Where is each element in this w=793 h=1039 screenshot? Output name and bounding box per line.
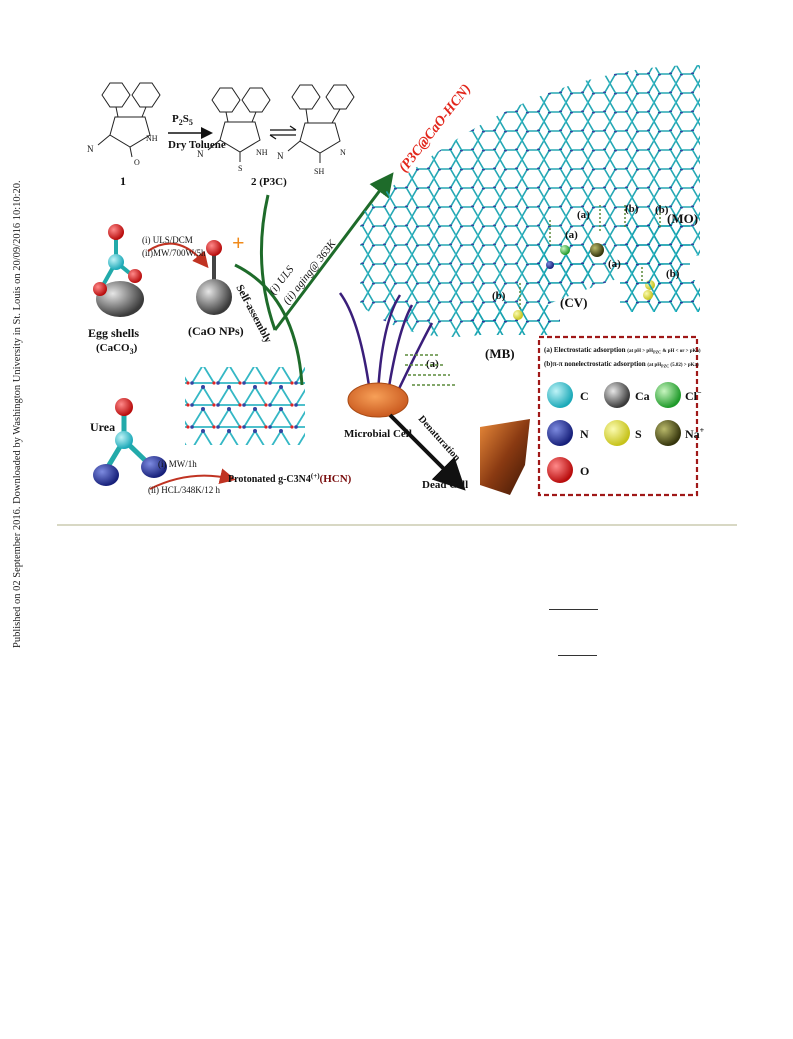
reagent-label: P2S5 xyxy=(172,113,193,127)
urea-model xyxy=(93,398,167,486)
legend-atom-na: Na+ xyxy=(655,420,705,446)
label-mb: (MB) xyxy=(485,346,515,361)
caco3-formula: (CaCO3) xyxy=(96,342,138,356)
legend-atom-o: O xyxy=(547,457,589,483)
plus-sign: + xyxy=(232,230,245,255)
compound-1-o: O xyxy=(134,158,140,167)
urea-step2: (ii) HCL/348K/12 h xyxy=(148,485,220,495)
compound-1-label: 1 xyxy=(120,174,126,188)
compound-2-nh: NH xyxy=(256,148,268,157)
label-mo: (MO) xyxy=(667,211,698,226)
solvent-label: Dry Toluene xyxy=(168,139,226,151)
fraction-rule-1 xyxy=(549,609,598,610)
legend-atom-s: S xyxy=(604,420,642,446)
tautomer-structure xyxy=(287,84,355,163)
svg-text:Ca: Ca xyxy=(635,389,650,403)
label-b-1: (b) xyxy=(625,203,639,215)
green-arrow-to-composite xyxy=(273,172,394,331)
mo-molecule-2 xyxy=(620,280,700,312)
legend-atom-ca: Ca xyxy=(604,382,650,408)
green-arrow-from-p3c xyxy=(259,194,277,331)
figure-divider xyxy=(57,524,737,526)
label-b-2: (b) xyxy=(655,204,669,216)
microbial-cell xyxy=(347,382,409,418)
label-a-2: (a) xyxy=(565,229,578,241)
hcn-label: Protonated g-C3N4(+)(HCN) xyxy=(228,472,352,485)
legend-atom-c: C xyxy=(547,382,589,408)
compound-2-cn: N xyxy=(197,149,204,159)
mb-molecule xyxy=(470,305,560,335)
tautomer-n: N xyxy=(340,148,346,157)
compound-1-structure xyxy=(97,82,161,158)
equilibrium-arrows xyxy=(269,125,297,140)
eggshell-step2: (ii)MW/700W/5h xyxy=(142,248,206,258)
label-a-4: (a) xyxy=(426,358,439,370)
cv-molecule xyxy=(530,245,590,283)
svg-text:N: N xyxy=(580,427,589,441)
gcn-network xyxy=(185,367,305,445)
calcination-arrow xyxy=(147,242,209,269)
green-bracket xyxy=(234,263,304,386)
svg-text:Cl−: Cl− xyxy=(685,388,702,403)
svg-text:O: O xyxy=(580,464,589,478)
urea-step1: (i) MW/1h xyxy=(158,459,197,469)
tautomer-sh: SH xyxy=(314,167,324,176)
tautomer-cn: N xyxy=(277,151,284,161)
urea-label: Urea xyxy=(90,420,115,434)
denaturation-label: Denaturation xyxy=(416,414,463,464)
sidebar-note: Published on 02 September 2016. Download… xyxy=(0,0,28,1039)
urea-section: Urea (i) MW/1h (ii) HCL/348K/12 h Proton… xyxy=(90,367,352,495)
legend-atom-n: N xyxy=(547,420,589,446)
svg-text:C: C xyxy=(580,389,589,403)
reaction-scheme: N NH O 1 P2S5 Dry Toluene N NH S 2 (P3C) xyxy=(87,82,355,188)
dye-molecules: (MO) (CV) (MB) (a) (a) (a) (a) (b) (b) (… xyxy=(426,203,700,370)
cao-model xyxy=(196,240,232,315)
cao-label: (CaO NPs) xyxy=(188,324,244,338)
denaturation-arrow xyxy=(388,413,466,491)
publication-note: Published on 02 September 2016. Download… xyxy=(12,180,23,648)
legend-line-b: (b)π-π nonelectrostatic adsorption (at p… xyxy=(544,360,699,369)
compound-1-nh: NH xyxy=(146,134,158,143)
legend: (a) Electrostatic adsorption (at pH > pH… xyxy=(537,335,705,497)
protonation-arrow xyxy=(149,468,236,490)
label-b-4: (b) xyxy=(492,290,506,302)
svg-text:Na+: Na+ xyxy=(685,426,705,441)
figure-graphical-abstract: N NH O 1 P2S5 Dry Toluene N NH S 2 (P3C) xyxy=(87,65,705,497)
dead-cell-label: Dead Cell xyxy=(422,479,468,491)
compound-2-structure xyxy=(207,87,271,162)
label-a-1: (a) xyxy=(577,209,590,221)
eggshell-section: Egg shells (CaCO3) (i) ULS/DCM (ii)MW/70… xyxy=(88,224,245,356)
eggshell-label: Egg shells xyxy=(88,326,139,340)
label-a-3: (a) xyxy=(608,258,621,270)
legend-line-a: (a) Electrostatic adsorption (at pH > pH… xyxy=(544,346,701,355)
compound-2-s: S xyxy=(238,164,242,173)
dead-cell xyxy=(480,419,530,495)
eggshell-step1: (i) ULS/DCM xyxy=(142,235,193,245)
compound-1-cn: N xyxy=(87,144,94,154)
legend-atom-cl: Cl− xyxy=(655,382,702,408)
label-cv: (CV) xyxy=(560,295,587,310)
compound-2-label: 2 (P3C) xyxy=(251,176,287,188)
microbial-cell-label: Microbial Cell xyxy=(344,428,412,440)
fraction-rule-2 xyxy=(558,655,597,656)
svg-text:S: S xyxy=(635,427,642,441)
caco3-model xyxy=(93,224,144,317)
legend-border xyxy=(537,335,699,497)
label-b-3: (b) xyxy=(666,268,680,280)
